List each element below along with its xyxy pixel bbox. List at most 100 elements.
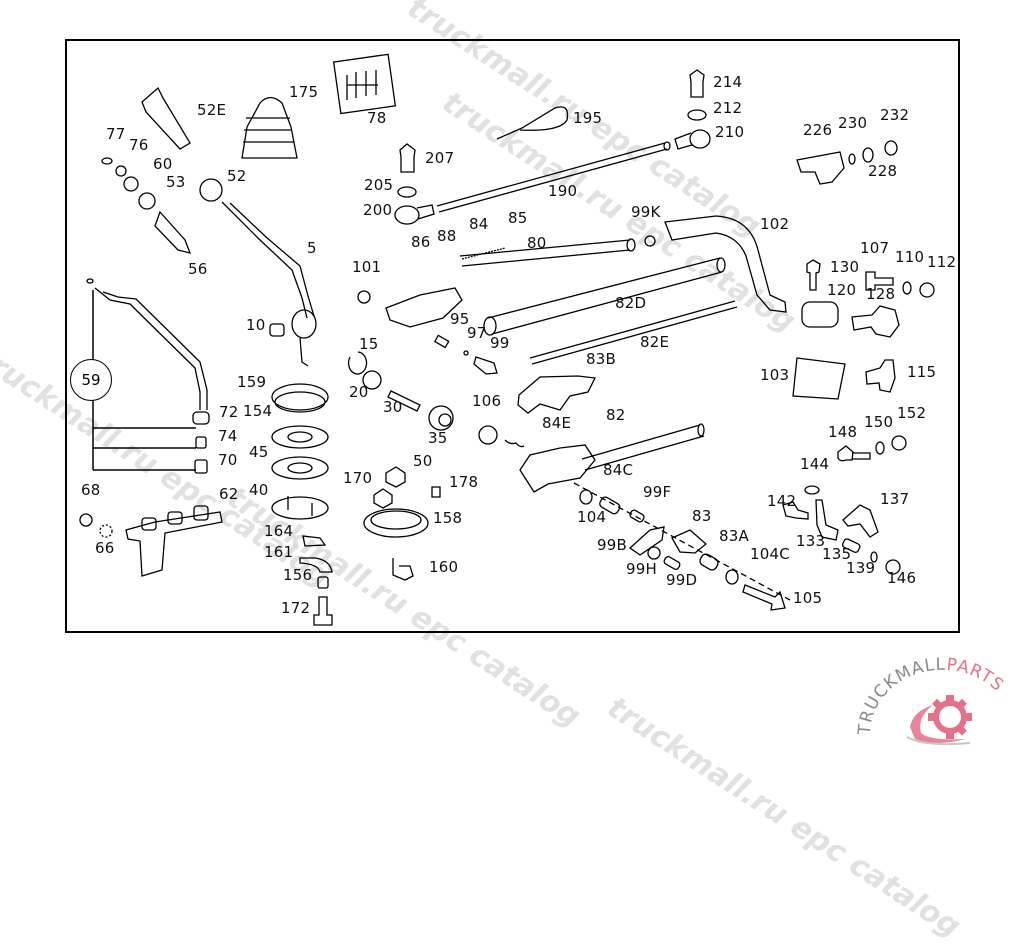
part-label-158[interactable]: 158 [433, 509, 463, 527]
part-label-105[interactable]: 105 [793, 589, 823, 607]
part-label-84C[interactable]: 84C [603, 461, 634, 479]
part-label-5[interactable]: 5 [307, 239, 317, 257]
part-label-178[interactable]: 178 [449, 473, 479, 491]
part-label-30[interactable]: 30 [383, 398, 403, 416]
part-label-226[interactable]: 226 [803, 121, 833, 139]
part-label-207[interactable]: 207 [425, 149, 455, 167]
part-label-120[interactable]: 120 [827, 281, 857, 299]
part-label-133[interactable]: 133 [796, 532, 826, 550]
logo-text-parts: PARTS [946, 655, 1008, 696]
part-label-135[interactable]: 135 [822, 545, 852, 563]
part-label-88[interactable]: 88 [437, 227, 457, 245]
part-label-205[interactable]: 205 [364, 176, 394, 194]
part-label-175[interactable]: 175 [289, 83, 319, 101]
part-label-82D[interactable]: 82D [615, 294, 647, 312]
part-label-40[interactable]: 40 [249, 481, 269, 499]
part-label-66[interactable]: 66 [95, 539, 115, 557]
part-label-144[interactable]: 144 [800, 455, 830, 473]
part-label-103[interactable]: 103 [760, 366, 790, 384]
part-label-72[interactable]: 72 [219, 403, 239, 421]
part-label-152[interactable]: 152 [897, 404, 927, 422]
part-59-rod [94, 287, 208, 410]
part-99F [629, 509, 645, 523]
part-label-15[interactable]: 15 [359, 335, 379, 353]
part-label-68[interactable]: 68 [81, 481, 101, 499]
part-label-230[interactable]: 230 [838, 114, 868, 132]
part-label-80[interactable]: 80 [527, 234, 547, 252]
part-label-107[interactable]: 107 [860, 239, 890, 257]
part-label-146[interactable]: 146 [887, 569, 917, 587]
truckmallparts-logo: TRUCKMALLPARTS [855, 655, 1008, 746]
part-label-10[interactable]: 10 [246, 316, 266, 334]
part-label-83B[interactable]: 83B [586, 350, 616, 368]
part-label-210[interactable]: 210 [715, 123, 745, 141]
part-label-159[interactable]: 159 [237, 373, 267, 391]
part-label-52E[interactable]: 52E [197, 101, 227, 119]
part-label-74[interactable]: 74 [218, 427, 238, 445]
part-label-20[interactable]: 20 [349, 383, 369, 401]
part-label-104C[interactable]: 104C [750, 545, 790, 563]
part-label-86[interactable]: 86 [411, 233, 431, 251]
part-label-83[interactable]: 83 [692, 507, 712, 525]
part-label-50[interactable]: 50 [413, 452, 433, 470]
part-label-160[interactable]: 160 [429, 558, 459, 576]
part-label-190[interactable]: 190 [548, 182, 578, 200]
part-fork-upper [385, 287, 463, 328]
part-label-112[interactable]: 112 [927, 253, 957, 271]
part-label-82[interactable]: 82 [606, 406, 626, 424]
callout-59[interactable]: 59 [70, 359, 112, 401]
part-label-99[interactable]: 99 [490, 334, 510, 352]
part-label-99F[interactable]: 99F [643, 483, 672, 501]
part-142 [782, 501, 809, 520]
part-label-60[interactable]: 60 [153, 155, 173, 173]
part-label-99D[interactable]: 99D [666, 571, 698, 589]
part-label-78[interactable]: 78 [367, 109, 387, 127]
part-label-195[interactable]: 195 [573, 109, 603, 127]
part-label-85[interactable]: 85 [508, 209, 528, 227]
part-label-115[interactable]: 115 [907, 363, 937, 381]
part-label-170[interactable]: 170 [343, 469, 373, 487]
part-label-148[interactable]: 148 [828, 423, 858, 441]
part-label-77[interactable]: 77 [106, 125, 126, 143]
part-label-106[interactable]: 106 [472, 392, 502, 410]
part-label-104[interactable]: 104 [577, 508, 607, 526]
part-label-70[interactable]: 70 [218, 451, 238, 469]
part-label-150[interactable]: 150 [864, 413, 894, 431]
part-label-156[interactable]: 156 [283, 566, 313, 584]
part-label-137[interactable]: 137 [880, 490, 910, 508]
part-label-110[interactable]: 110 [895, 248, 925, 266]
part-label-101[interactable]: 101 [352, 258, 382, 276]
part-label-84[interactable]: 84 [469, 215, 489, 233]
part-label-45[interactable]: 45 [249, 443, 269, 461]
part-label-232[interactable]: 232 [880, 106, 910, 124]
part-label-102[interactable]: 102 [760, 215, 790, 233]
part-label-172[interactable]: 172 [281, 599, 311, 617]
part-label-139[interactable]: 139 [846, 559, 876, 577]
part-label-52[interactable]: 52 [227, 167, 247, 185]
part-label-99H[interactable]: 99H [626, 560, 657, 578]
part-112 [919, 282, 935, 298]
part-label-82E[interactable]: 82E [640, 333, 670, 351]
part-label-97[interactable]: 97 [467, 324, 487, 342]
part-label-84E[interactable]: 84E [542, 414, 572, 432]
part-label-76[interactable]: 76 [129, 136, 149, 154]
part-label-56[interactable]: 56 [188, 260, 208, 278]
part-label-99K[interactable]: 99K [631, 203, 661, 221]
part-label-164[interactable]: 164 [264, 522, 294, 540]
part-label-161[interactable]: 161 [264, 543, 294, 561]
part-label-142[interactable]: 142 [767, 492, 797, 510]
part-label-99B[interactable]: 99B [597, 536, 627, 554]
part-label-130[interactable]: 130 [830, 258, 860, 276]
part-label-228[interactable]: 228 [868, 162, 898, 180]
part-99K [644, 235, 656, 247]
part-label-154[interactable]: 154 [243, 402, 273, 420]
part-label-95[interactable]: 95 [450, 310, 470, 328]
part-label-53[interactable]: 53 [166, 173, 186, 191]
part-label-83A[interactable]: 83A [719, 527, 749, 545]
part-label-200[interactable]: 200 [363, 201, 393, 219]
part-label-128[interactable]: 128 [866, 285, 896, 303]
part-label-212[interactable]: 212 [713, 99, 743, 117]
part-label-35[interactable]: 35 [428, 429, 448, 447]
part-label-62[interactable]: 62 [219, 485, 239, 503]
part-label-214[interactable]: 214 [713, 73, 743, 91]
